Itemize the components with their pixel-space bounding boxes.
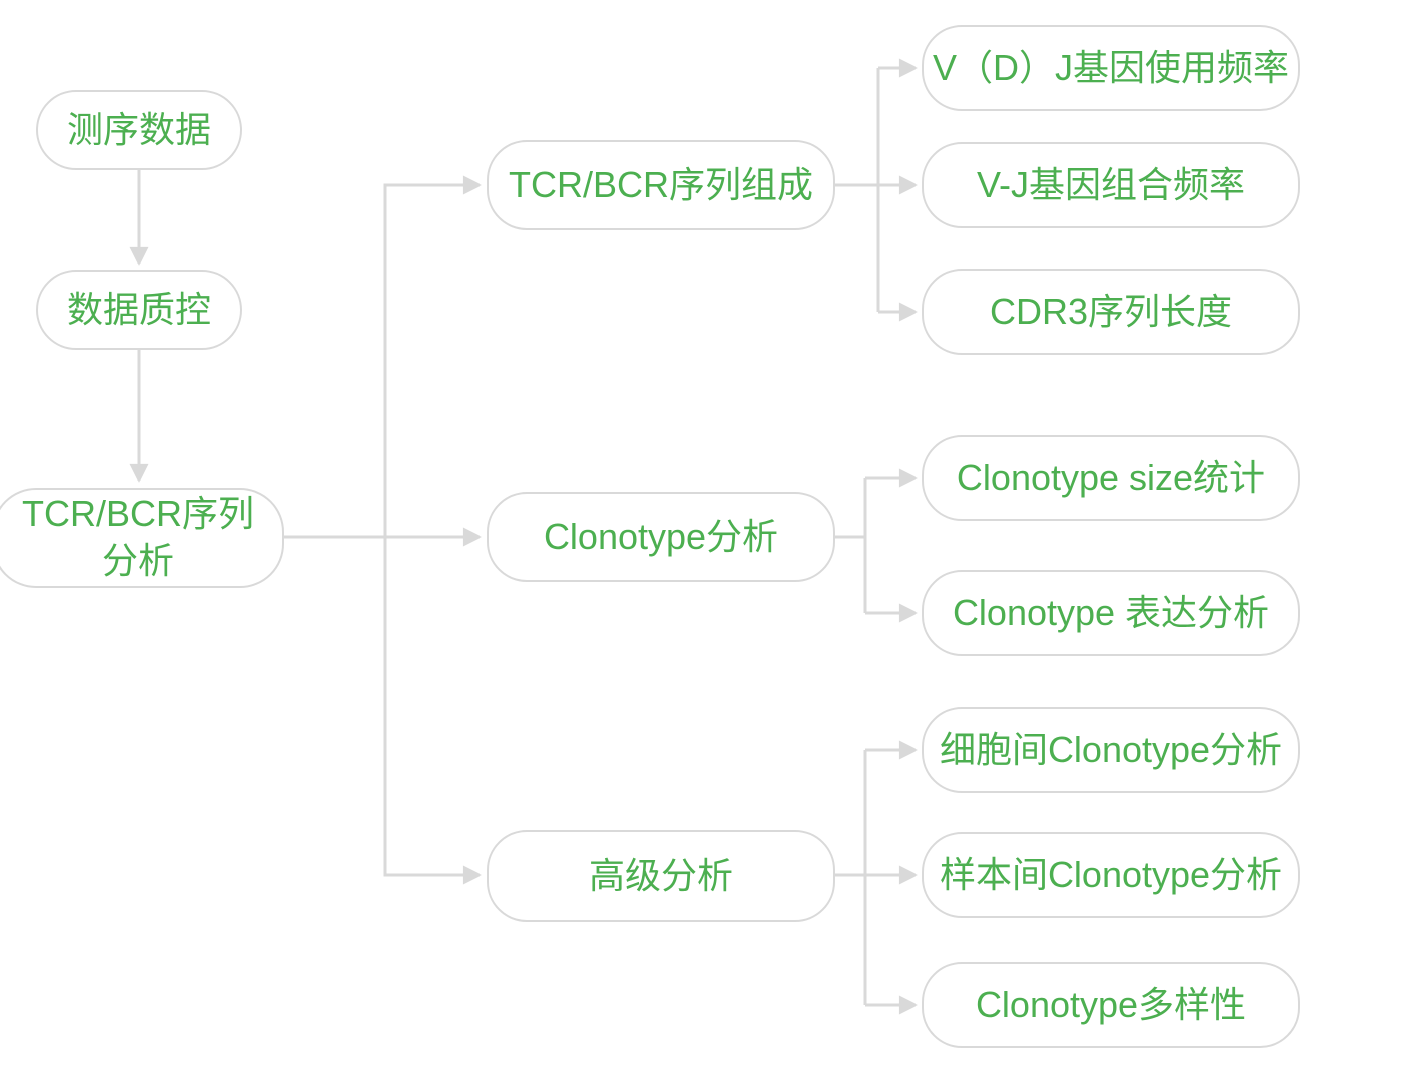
- edge-analysis-to-composition: [383, 175, 482, 537]
- node-sequencing-data: 测序数据: [36, 90, 242, 170]
- node-clonotype-expression: Clonotype 表达分析: [922, 570, 1300, 656]
- node-clonotype-analysis: Clonotype分析: [487, 492, 835, 582]
- node-intercell-clonotype: 细胞间Clonotype分析: [922, 707, 1300, 793]
- node-vj-gene-combination: V-J基因组合频率: [922, 142, 1300, 228]
- node-vdj-gene-usage: V（D）J基因使用频率: [922, 25, 1300, 111]
- node-intersample-clonotype: 样本间Clonotype分析: [922, 832, 1300, 918]
- node-data-qc: 数据质控: [36, 270, 242, 350]
- node-cdr3-length: CDR3序列长度: [922, 269, 1300, 355]
- edge-analysis-to-advanced: [383, 537, 482, 885]
- node-advanced-analysis: 高级分析: [487, 830, 835, 922]
- node-clonotype-diversity: Clonotype多样性: [922, 962, 1300, 1048]
- node-tcr-bcr-seq-composition: TCR/BCR序列组成: [487, 140, 835, 230]
- node-clonotype-size: Clonotype size统计: [922, 435, 1300, 521]
- node-tcr-bcr-seq-analysis: TCR/BCR序列 分析: [0, 488, 284, 588]
